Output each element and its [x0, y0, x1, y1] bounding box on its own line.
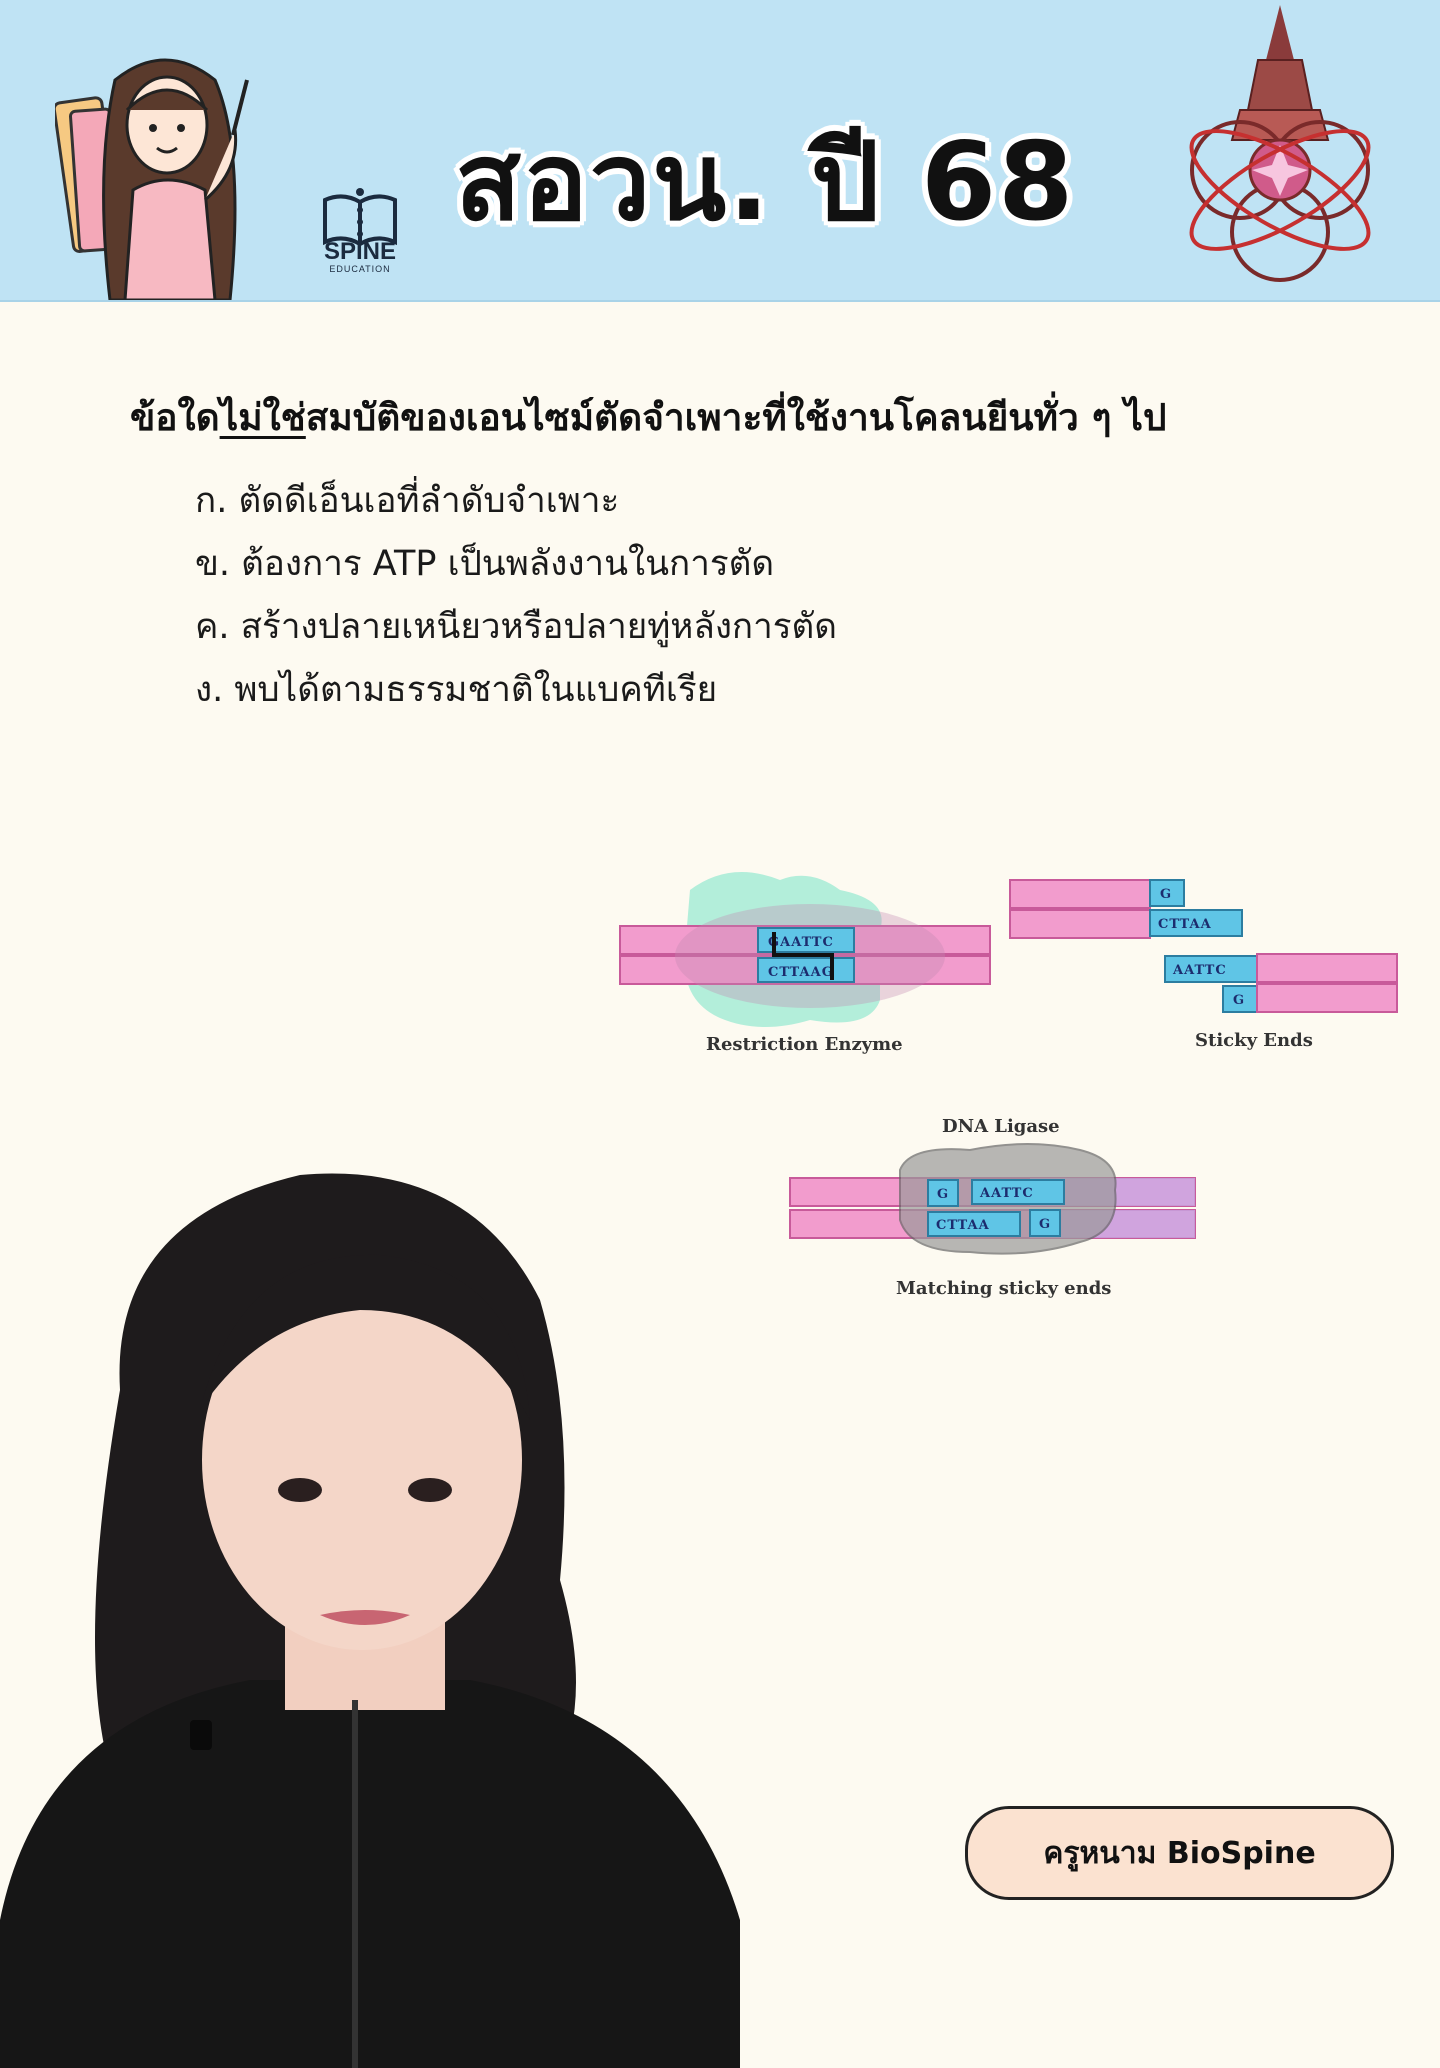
posn-seal-logo: [1189, 5, 1371, 282]
choice-b[interactable]: ข. ต้องการ ATP เป็นพลังงานในการตัด: [195, 544, 775, 584]
choice-c[interactable]: ค. สร้างปลายเหนียวหรือปลายทู่หลังการตัด: [195, 607, 838, 647]
presenter-name: ครูหนาม BioSpine: [1043, 1835, 1316, 1871]
restriction-enzyme-panel: GAATTC CTTAAG Restriction Enzyme: [619, 872, 991, 1055]
question-text: ข้อใดไม่ใช่สมบัติของเอนไซม์ตัดจำเพาะที่ใ…: [130, 388, 1167, 447]
cartoon-teacher-illustration: [55, 58, 249, 300]
choice-a[interactable]: ก. ตัดดีเอ็นเอที่ลำดับจำเพาะ: [195, 481, 620, 521]
sticky-ends-panel: G CTTAA AATTC G Sticky Ends: [1009, 879, 1398, 1051]
question-prefix: ข้อใด: [130, 396, 220, 439]
sticky-g-top: G: [1160, 887, 1172, 902]
ligase-aattc: AATTC: [979, 1186, 1034, 1201]
question-emphasis: ไม่ใช่: [219, 396, 306, 439]
sticky-g-bottom: G: [1233, 993, 1245, 1008]
brand-name: SPINE: [323, 238, 397, 265]
choice-d[interactable]: ง. พบได้ตามธรรมชาติในแบคทีเรีย: [195, 670, 718, 710]
sticky-ends-label: Sticky Ends: [1195, 1030, 1313, 1051]
question-suffix: สมบัติของเอนไซม์ตัดจำเพาะที่ใช้งานโคลนยี…: [305, 396, 1167, 439]
ligase-cttaa: CTTAA: [936, 1218, 990, 1233]
ligase-g-top: G: [937, 1187, 949, 1202]
presenter-video-figure: [0, 1173, 740, 2068]
seq-top-text: GAATTC: [768, 935, 834, 950]
page-title: สอวน. ปี 68: [455, 120, 1076, 245]
restriction-enzyme-diagram: GAATTC CTTAAG Restriction Enzyme G CTTAA…: [619, 872, 1398, 1299]
seq-bottom-text: CTTAAG: [768, 965, 834, 980]
dna-ligase-panel: DNA Ligase G AATTC CTTAA G Matching stic…: [789, 1116, 1196, 1299]
dna-ligase-label: DNA Ligase: [942, 1116, 1060, 1137]
book-logo-icon: [323, 188, 397, 247]
presenter-name-tag: ครูหนาม BioSpine: [965, 1806, 1394, 1900]
ligase-g-bottom: G: [1039, 1217, 1051, 1232]
header-banner: SPINE EDUCATION สอวน. ปี 68: [0, 0, 1440, 302]
brand-subtitle: EDUCATION: [329, 264, 391, 274]
sticky-cttaa-top: CTTAA: [1158, 917, 1212, 932]
restriction-enzyme-label: Restriction Enzyme: [706, 1034, 903, 1055]
sticky-aattc: AATTC: [1172, 963, 1227, 978]
choice-list: ก. ตัดดีเอ็นเอที่ลำดับจำเพาะ ข. ต้องการ …: [195, 470, 837, 722]
matching-sticky-ends-label: Matching sticky ends: [896, 1278, 1111, 1299]
